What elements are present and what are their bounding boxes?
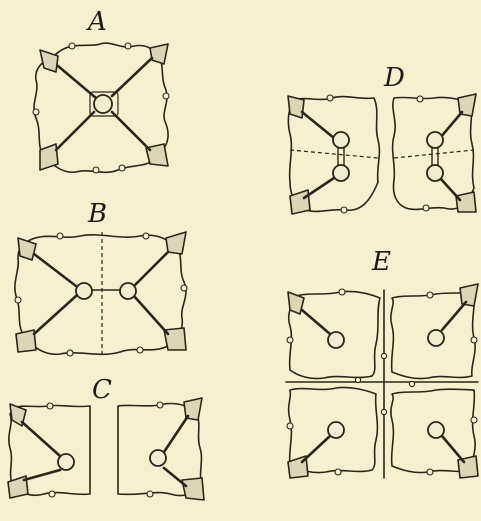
panel-e-nucleus bbox=[328, 422, 344, 438]
panel-d-right-strand bbox=[440, 112, 462, 138]
panel-d-label: D bbox=[383, 63, 405, 93]
panel-d-left-nucleus bbox=[333, 165, 349, 181]
panel-b-cell-wall bbox=[15, 235, 186, 354]
panel-c-right-strand bbox=[164, 416, 188, 452]
panel-b: B bbox=[15, 199, 187, 356]
panel-d-right-pit bbox=[417, 96, 423, 102]
panel-e-pit bbox=[381, 353, 386, 358]
panel-c-label: C bbox=[92, 375, 112, 405]
panel-a-pit bbox=[163, 93, 169, 99]
panel-b-cytoplasm-strand bbox=[34, 254, 76, 286]
panel-e-pit bbox=[409, 381, 414, 386]
panel-a-pit bbox=[93, 167, 99, 173]
panel-b-pit bbox=[67, 350, 73, 356]
panel-e: E bbox=[286, 247, 478, 478]
panel-c-left-strand bbox=[24, 470, 60, 480]
panel-c-right-corner-thickening bbox=[182, 478, 204, 500]
panel-a-corner-thickening bbox=[146, 144, 168, 166]
panel-c-left-pit bbox=[47, 403, 53, 409]
panel-d-right-corner-thickening bbox=[456, 192, 476, 212]
panel-a-pit bbox=[69, 43, 75, 49]
panel-e-strand bbox=[302, 310, 330, 334]
panel-e-pit bbox=[471, 337, 477, 343]
panel-e-pit bbox=[287, 337, 293, 343]
panel-e-pit bbox=[471, 417, 477, 423]
panel-a-corner-thickening bbox=[150, 44, 168, 64]
panel-d-right-nucleus bbox=[427, 132, 443, 148]
panel-b-cytoplasm-strand bbox=[134, 296, 168, 334]
panel-b-pit bbox=[57, 233, 63, 239]
panel-b-corner-thickening bbox=[166, 232, 186, 254]
panel-e-pit bbox=[339, 289, 345, 295]
panel-b-pit bbox=[137, 347, 143, 353]
panel-d-left-nucleus bbox=[333, 132, 349, 148]
panel-c-right-strand bbox=[164, 468, 186, 486]
panel-a-cytoplasm-strand bbox=[56, 112, 94, 150]
panel-a-cytoplasm-strand bbox=[112, 112, 150, 150]
panel-d-left-strand bbox=[302, 112, 334, 138]
panel-c-right-pit bbox=[157, 402, 163, 408]
panel-d-left-division-line bbox=[290, 150, 378, 158]
panel-d-left-strand bbox=[304, 178, 334, 198]
panel-a-label: A bbox=[86, 7, 107, 37]
panel-e-nucleus bbox=[328, 332, 344, 348]
panel-d: D bbox=[288, 63, 476, 214]
panel-d-left-corner-thickening bbox=[290, 190, 310, 214]
panel-d-right-pit bbox=[423, 205, 429, 211]
panel-a-cytoplasm-strand bbox=[112, 58, 152, 96]
panel-b-cytoplasm-strand bbox=[34, 296, 76, 334]
panel-c-left-strand bbox=[22, 422, 60, 456]
panel-d-left-pit bbox=[341, 207, 347, 213]
panel-b-daughter-nucleus bbox=[120, 283, 136, 299]
panel-b-daughter-nucleus bbox=[76, 283, 92, 299]
panel-e-corner-thickening bbox=[460, 284, 478, 306]
panel-d-right-nucleus bbox=[427, 165, 443, 181]
panel-e-pit bbox=[381, 409, 386, 414]
panel-b-label: B bbox=[87, 199, 107, 229]
panel-b-pit bbox=[143, 233, 149, 239]
panel-d-left-corner-thickening bbox=[288, 96, 304, 118]
panel-c-left-nucleus bbox=[58, 454, 74, 470]
panel-a-pit bbox=[125, 43, 131, 49]
panel-e-pit bbox=[287, 423, 293, 429]
panel-b-corner-thickening bbox=[18, 238, 36, 260]
panel-b-pit bbox=[181, 285, 187, 291]
panel-c-left-pit bbox=[49, 491, 55, 497]
panel-d-right-division-line bbox=[394, 150, 474, 158]
panel-e-label: E bbox=[371, 247, 391, 277]
panel-e-nucleus bbox=[428, 330, 444, 346]
panel-e-strand bbox=[442, 436, 464, 462]
panel-d-left-pit bbox=[327, 95, 333, 101]
panel-a-nucleus bbox=[94, 95, 112, 113]
panel-b-pit bbox=[15, 297, 21, 303]
panel-e-nucleus bbox=[428, 422, 444, 438]
panel-a-corner-thickening bbox=[40, 50, 58, 72]
panel-e-pit bbox=[335, 469, 341, 475]
panel-e-pit bbox=[355, 377, 360, 382]
panel-c: C bbox=[8, 375, 204, 500]
panel-d-right-strand bbox=[440, 178, 460, 200]
panel-a: A bbox=[33, 7, 169, 173]
panel-b-cytoplasm-strand bbox=[134, 252, 168, 286]
panel-c-right-nucleus bbox=[150, 450, 166, 466]
panel-e-strand bbox=[302, 436, 330, 462]
panel-a-pit bbox=[33, 109, 39, 115]
panel-e-strand bbox=[442, 302, 466, 330]
panel-e-pit bbox=[427, 469, 433, 475]
panel-c-right-pit bbox=[147, 491, 153, 497]
panel-e-pit bbox=[427, 292, 433, 298]
panel-a-pit bbox=[119, 165, 125, 171]
